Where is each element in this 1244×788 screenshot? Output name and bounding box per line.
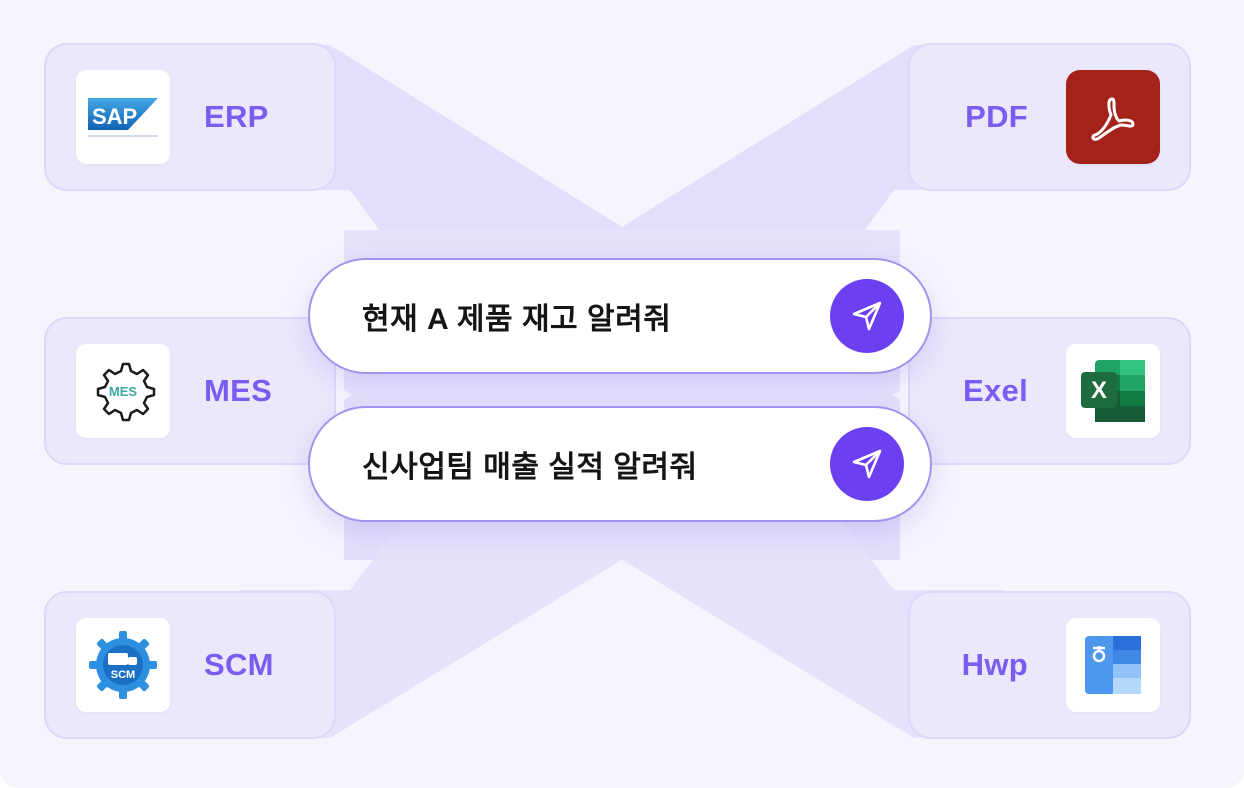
source-erp: SAP ERP [76,44,269,190]
prompt-text: 현재 A 제품 재고 알려줘 [362,303,672,336]
send-button[interactable] [830,427,904,501]
send-icon [852,449,882,479]
prompt-text: 신사업팀 매출 실적 알려줘 [362,451,698,484]
source-hwp: Hwp [962,592,1160,738]
source-label-hwp: Hwp [961,647,1028,682]
mes-gear-icon: MES [76,344,170,438]
source-pdf: PDF [965,44,1160,190]
hwp-icon [1066,618,1160,712]
source-label-scm: SCM [204,647,274,682]
source-label-mes: MES [204,373,273,408]
send-button[interactable] [830,279,904,353]
source-label-pdf: PDF [965,99,1028,134]
svg-text:X: X [1091,377,1107,404]
prompt-box-revenue[interactable]: 신사업팀 매출 실적 알려줘 [308,406,932,522]
adobe-pdf-icon [1066,70,1160,164]
source-mes: MES MES [76,318,272,464]
svg-text:MES: MES [109,384,138,399]
excel-icon: X [1066,344,1160,438]
svg-text:SAP: SAP [92,104,137,129]
source-label-erp: ERP [204,99,269,134]
source-excel: Exel X [963,318,1160,464]
source-scm: SCM SCM [76,592,274,738]
svg-text:SCM: SCM [111,669,135,681]
send-icon [852,301,882,331]
prompt-box-inventory[interactable]: 현재 A 제품 재고 알려줘 [308,258,932,374]
scm-gear-icon: SCM [76,618,170,712]
sap-logo-icon: SAP [76,70,170,164]
source-label-excel: Exel [963,373,1028,408]
